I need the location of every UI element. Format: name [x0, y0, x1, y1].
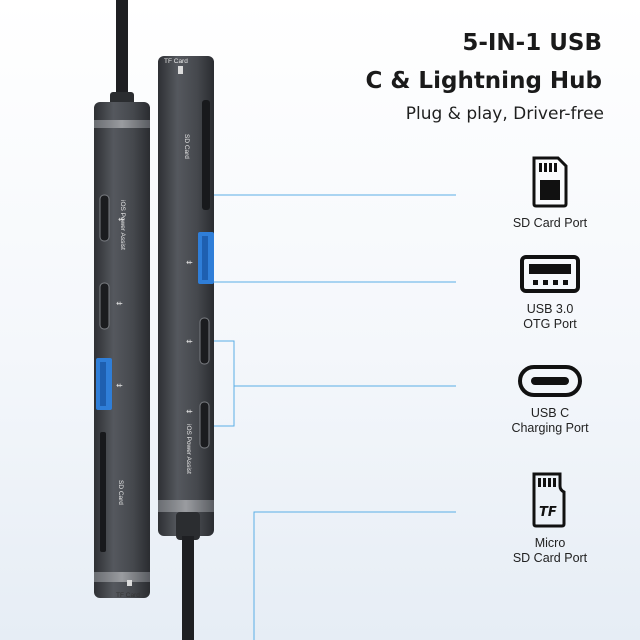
feature-sd-card: SD Card Port: [490, 152, 610, 231]
left-sd-card-label: SD Card: [117, 480, 124, 505]
feature-usb-c-label: USB C Charging Port: [511, 406, 589, 435]
feature-micro-sd-label: Micro SD Card Port: [512, 536, 588, 565]
micro-sd-card-mark: TF: [539, 505, 557, 520]
svg-text:⇷: ⇷: [186, 258, 193, 267]
right-sd-card-label: SD Card: [183, 134, 190, 159]
micro-sd-card-icon: TF: [532, 472, 566, 528]
left-tf-card-label: TF Card: [116, 592, 140, 599]
left-hub: ⇷ ⇷ ⇷: [94, 102, 150, 598]
headline-line-2: C & Lightning Hub: [365, 68, 602, 94]
headline: 5-IN-1 USB C & Lightning Hub: [262, 24, 602, 100]
tagline: Plug & play, Driver-free: [405, 104, 604, 124]
left-ios-power-label: iOS Power Assist: [119, 200, 126, 250]
svg-text:⇷: ⇷: [186, 407, 193, 416]
right-cable: [182, 536, 194, 640]
headline-line-1: 5-IN-1 USB: [462, 30, 602, 56]
right-hub: ⇷ ⇷ ⇷: [158, 56, 214, 536]
svg-text:⇷: ⇷: [118, 215, 125, 224]
left-cable: [116, 0, 128, 104]
usb-c-port-icon: [518, 365, 582, 397]
svg-text:⇷: ⇷: [186, 337, 193, 346]
sd-card-icon: [532, 156, 568, 208]
feature-usb-c: USB C Charging Port: [490, 342, 610, 436]
right-tf-card-label: TF Card: [164, 58, 188, 65]
feature-sd-card-label: SD Card Port: [512, 216, 588, 230]
svg-text:⇷: ⇷: [116, 299, 123, 308]
feature-micro-sd: TF Micro SD Card Port: [490, 472, 610, 566]
callout-usbc: [206, 340, 456, 427]
usb-a-port-icon: [520, 255, 580, 293]
svg-text:⇷: ⇷: [116, 381, 123, 390]
feature-usb-otg: USB 3.0 OTG Port: [490, 238, 610, 332]
right-ios-power-label: iOS Power Assist: [185, 424, 192, 474]
feature-usb-otg-label: USB 3.0 OTG Port: [523, 302, 577, 331]
callout-tf: [253, 511, 456, 640]
callout-lines: [206, 194, 456, 640]
